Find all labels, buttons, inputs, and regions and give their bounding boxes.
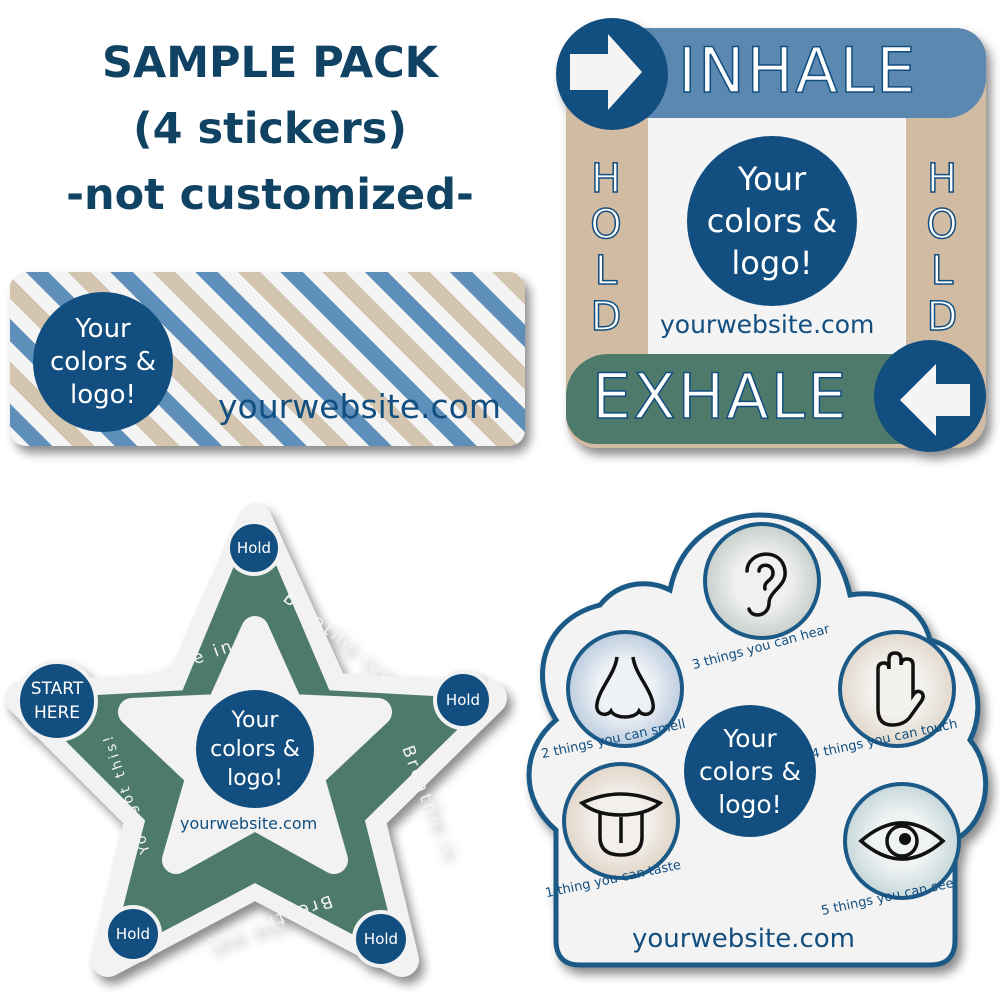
logo-text-line: Your xyxy=(737,160,807,198)
hold-circle-right: Hold xyxy=(433,670,493,730)
logo-placeholder-circle: Your colors & logo! xyxy=(684,705,816,837)
inhale-label: INHALE xyxy=(677,33,918,108)
arrow-right-circle xyxy=(556,18,668,130)
logo-placeholder-circle: Your colors & logo! xyxy=(196,690,314,808)
here-text: HERE xyxy=(33,703,81,723)
exhale-label: EXHALE xyxy=(591,359,849,434)
hold-circle-bottom-right: Hold xyxy=(352,910,410,968)
logo-text-line: logo! xyxy=(731,244,813,282)
logo-placeholder-circle: Your colors & logo! xyxy=(687,136,857,306)
hold-circle-top: Hold xyxy=(226,520,282,576)
title-line-2: (4 stickers) xyxy=(133,104,407,154)
sense-touch xyxy=(838,630,956,748)
sticker-breathing-star: Breathe in Breathe out Breathe in Breath… xyxy=(0,500,510,980)
title-line-3: -not customized- xyxy=(66,170,474,220)
logo-text-line: logo! xyxy=(227,765,283,791)
logo-text-line: logo! xyxy=(718,789,782,819)
mouth-icon xyxy=(578,792,664,857)
start-text: START xyxy=(30,679,84,699)
hold-letter: D xyxy=(926,293,958,341)
logo-text-line: logo! xyxy=(70,379,136,410)
hold-letter: H xyxy=(590,155,622,203)
logo-text-line: Your xyxy=(231,707,279,733)
logo-text-line: colors & xyxy=(698,756,802,786)
logo-text-line: colors & xyxy=(49,346,157,377)
title-line-1: SAMPLE PACK xyxy=(101,38,439,88)
hold-circle-bottom-left: Hold xyxy=(104,905,162,963)
sense-see xyxy=(843,782,961,900)
logo-text-line: Your xyxy=(723,723,777,753)
logo-text-line: colors & xyxy=(210,736,300,762)
hold-letter: L xyxy=(930,247,954,295)
sticker-grounding-54321: 3 things you can hear 2 things you can s… xyxy=(520,500,1000,980)
logo-text-line: Your xyxy=(75,313,131,344)
hold-label-right: H O L D xyxy=(922,155,962,341)
sticker-striped-rectangle: Your colors & logo! yourwebsite.com xyxy=(10,272,525,446)
hold-label-left: H O L D xyxy=(586,155,626,341)
eye-icon xyxy=(858,821,946,861)
website-text: yourwebsite.com xyxy=(660,310,875,339)
hold-letter: L xyxy=(594,247,618,295)
website-text: yourwebsite.com xyxy=(180,814,318,833)
sense-taste xyxy=(562,762,680,880)
logo-text-line: colors & xyxy=(706,202,838,240)
sticker-breathing-square: INHALE EXHALE H O L D H O L D Your color… xyxy=(556,18,996,453)
website-text: yourwebsite.com xyxy=(632,924,855,954)
sense-hear xyxy=(703,522,821,640)
hold-letter: O xyxy=(925,201,958,249)
hand-icon xyxy=(876,650,925,727)
sense-smell xyxy=(566,630,684,748)
logo-placeholder-circle: Your colors & logo! xyxy=(33,292,173,432)
arrow-left-circle xyxy=(874,340,986,452)
hold-letter: O xyxy=(589,201,622,249)
hold-letter: H xyxy=(926,155,958,203)
page-title: SAMPLE PACK (4 stickers) -not customized… xyxy=(0,30,540,228)
start-here-circle: START HERE xyxy=(16,660,98,742)
ear-icon xyxy=(745,552,787,617)
nose-icon xyxy=(595,656,655,719)
hold-letter: D xyxy=(590,293,622,341)
website-text: yourwebsite.com xyxy=(218,387,502,426)
arrow-right-icon xyxy=(570,34,642,110)
arrow-left-icon xyxy=(900,364,970,436)
